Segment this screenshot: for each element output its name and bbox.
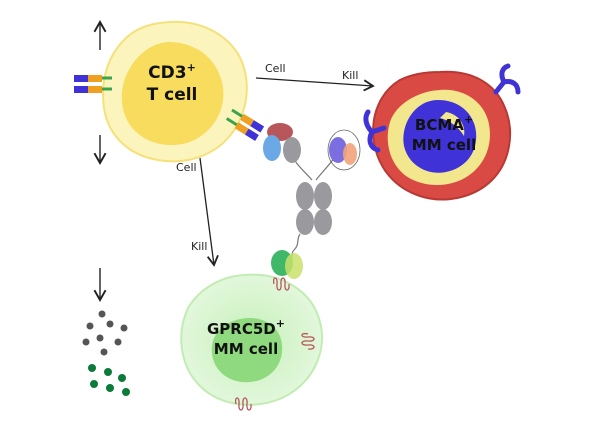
granzyme-particles bbox=[88, 364, 130, 396]
bcma-receptor-icon bbox=[363, 63, 521, 153]
gprc5d-label-line1: GPRC5D+ bbox=[207, 317, 285, 338]
t-cell-nucleus bbox=[121, 42, 224, 146]
bispecific-antibody bbox=[263, 123, 361, 279]
gprc5d-cell-nucleus bbox=[211, 318, 283, 383]
bcma-mm-cell: BCMA+ MM cell bbox=[363, 63, 521, 201]
tcr-receptor-left bbox=[74, 75, 112, 93]
t-cell: CD3+ T cell bbox=[102, 20, 248, 163]
bcma-label-line1: BCMA+ bbox=[415, 113, 473, 134]
tcr-receptor-right bbox=[225, 108, 265, 141]
t-cell-label-line1: CD3+ bbox=[148, 61, 196, 83]
anti-bcma-arm-icon bbox=[329, 137, 347, 163]
gprc5d-label-line2: MM cell bbox=[214, 340, 278, 358]
arrow-down-from-label: Cell bbox=[176, 161, 197, 174]
fc-domain-icon bbox=[296, 182, 314, 210]
arrow-right-to-label: Kill bbox=[342, 69, 358, 82]
t-cell-label-line2: T cell bbox=[147, 85, 198, 105]
released-particles bbox=[82, 310, 128, 356]
gprc5d-mm-cell: GPRC5D+ MM cell bbox=[180, 273, 323, 411]
arrow-down-to-label: Kill bbox=[191, 240, 207, 253]
gprc5d-receptor-icon bbox=[234, 277, 315, 411]
bcma-label-line2: MM cell bbox=[412, 136, 476, 154]
arrow-to-bcma: Cell Kill bbox=[255, 62, 375, 92]
arrow-right-from-label: Cell bbox=[265, 62, 286, 75]
arrow-to-gprc5d: Cell Kill bbox=[176, 157, 219, 267]
